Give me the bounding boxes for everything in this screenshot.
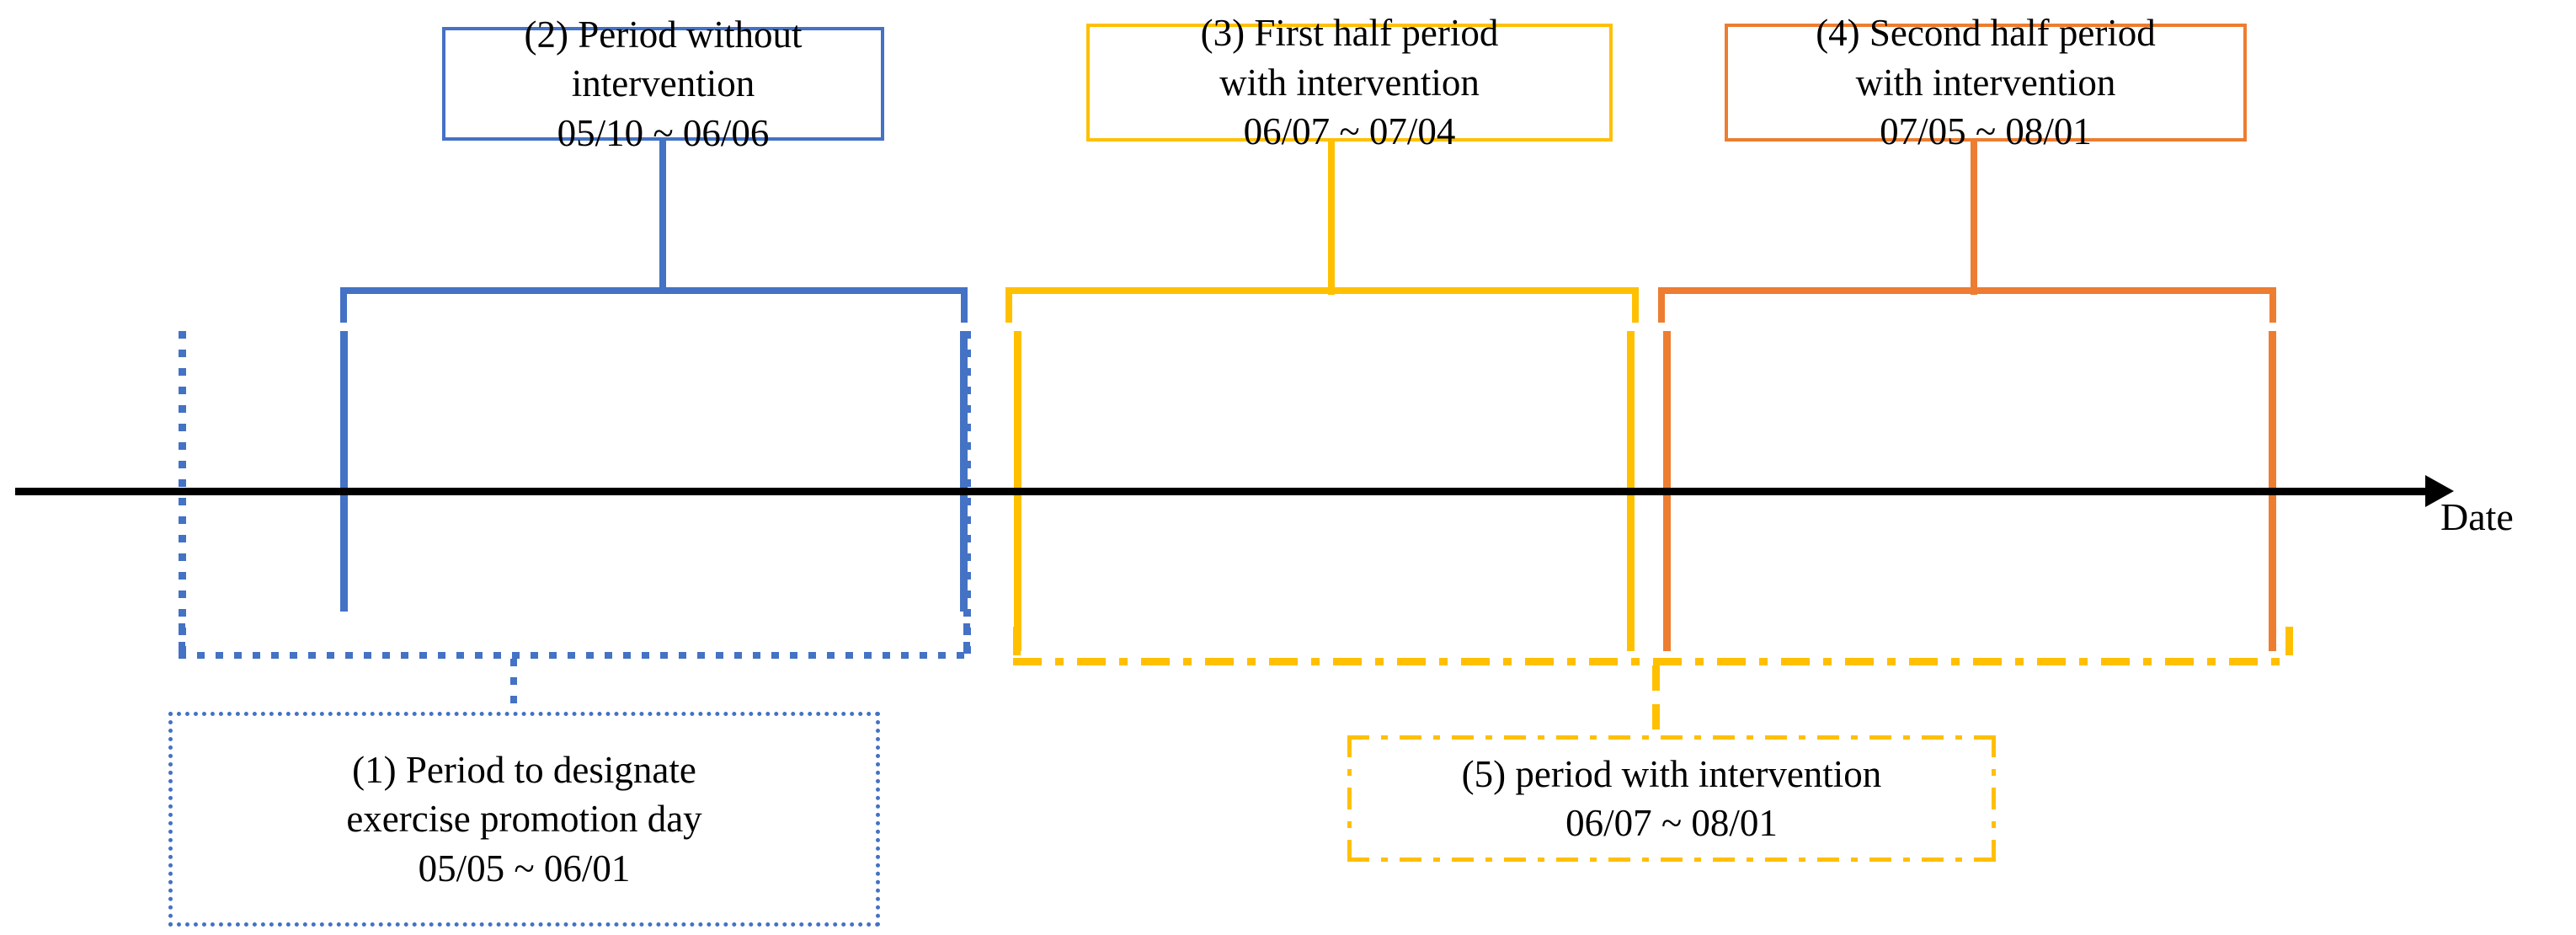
period-3-connector-stem	[1328, 142, 1335, 295]
period-1-bracket	[179, 623, 970, 659]
period-2-title: (2) Period without intervention	[524, 13, 803, 105]
date-axis-line	[15, 488, 2428, 495]
period-1-connector-stem	[510, 659, 517, 711]
period-3-bracket	[1005, 287, 1639, 323]
period-5-bracket	[1013, 627, 2293, 665]
period-5-dates: 06/07 ~ 08/01	[1565, 802, 1778, 844]
period-5-caption-box: (5) period with intervention 06/07 ~ 08/…	[1347, 735, 1996, 862]
period-2-caption-box: (2) Period without intervention 05/10 ~ …	[442, 13, 884, 154]
period-2-dates: 05/10 ~ 06/06	[557, 111, 770, 154]
period-3-title: (3) First half period with intervention	[1200, 12, 1499, 104]
period-2-connector-stem	[659, 141, 666, 294]
period-2-start-marker	[340, 331, 348, 612]
period-1-dates: 05/05 ~ 06/01	[418, 847, 631, 890]
date-axis-label: Date	[2440, 495, 2514, 538]
period-2-end-marker	[960, 331, 968, 612]
date-axis-arrow-icon	[2425, 475, 2454, 507]
period-1-title: (1) Period to designate exercise promoti…	[346, 748, 702, 841]
period-2-bracket	[340, 287, 968, 323]
period-1-caption-box: (1) Period to designate exercise promoti…	[168, 712, 880, 927]
period-4-connector-stem	[1971, 142, 1977, 295]
period-4-caption-box: (4) Second half period with intervention…	[1725, 12, 2247, 152]
period-5-connector-stem	[1652, 665, 1660, 735]
period-4-dates: 07/05 ~ 08/01	[1880, 110, 2092, 153]
period-3-caption-box: (3) First half period with intervention …	[1086, 12, 1613, 152]
period-5-title: (5) period with intervention	[1461, 752, 1882, 795]
period-4-bracket	[1658, 287, 2276, 323]
period-3-dates: 06/07 ~ 07/04	[1243, 110, 1456, 153]
period-4-title: (4) Second half period with intervention	[1816, 12, 2156, 104]
